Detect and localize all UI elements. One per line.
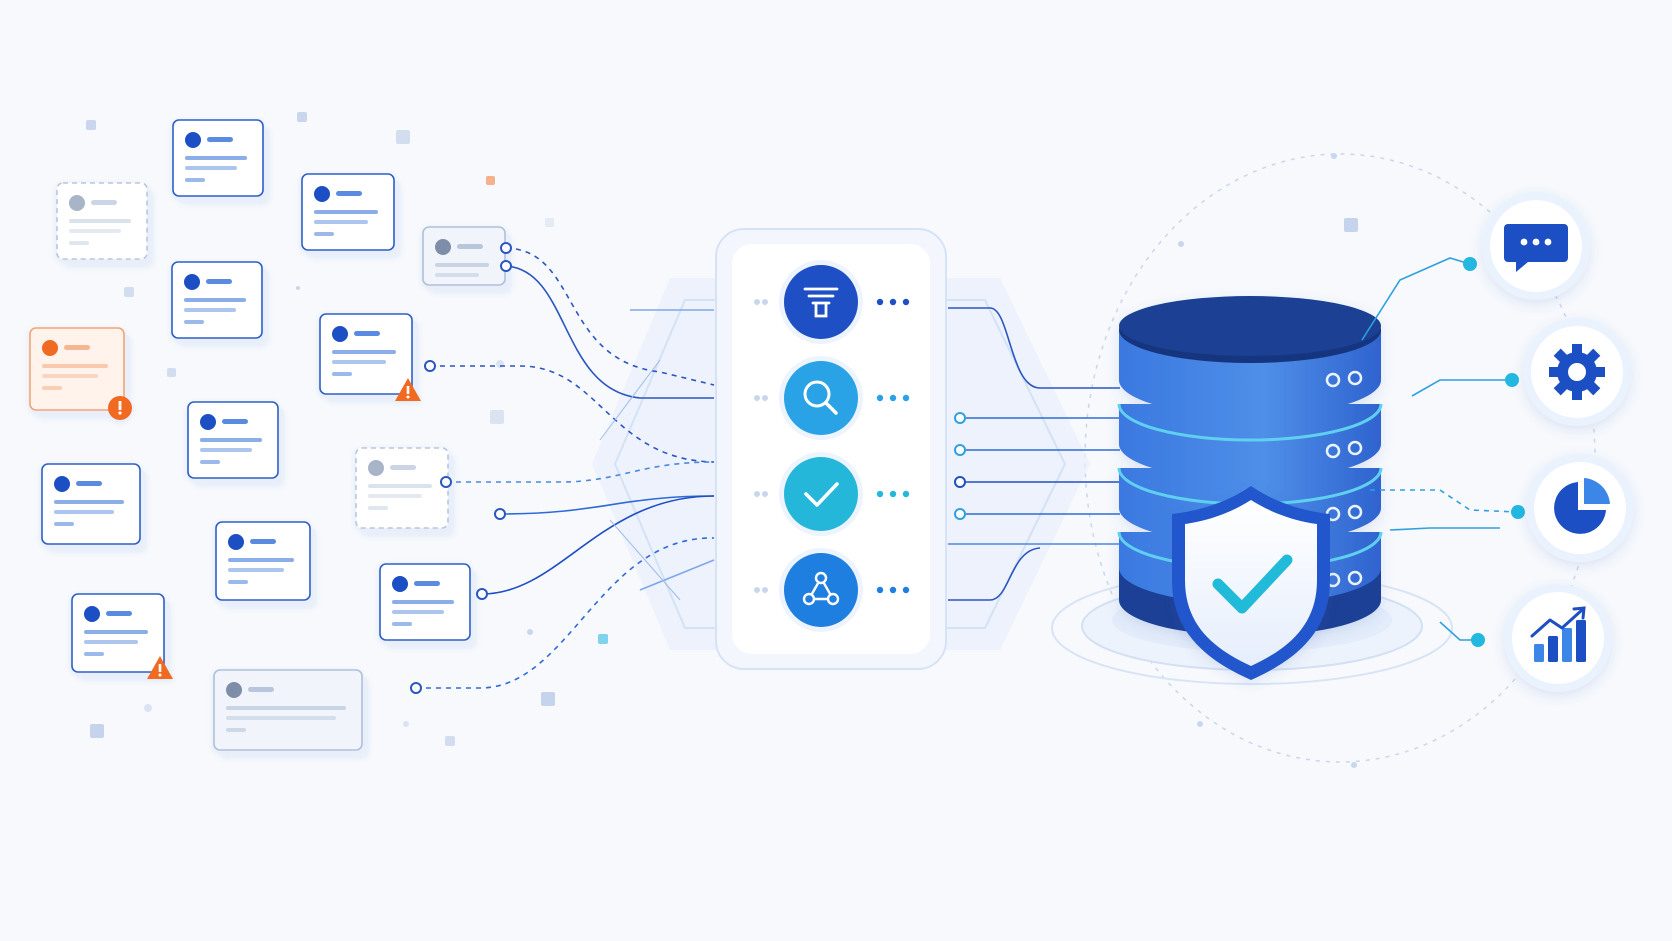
bar-chart-icon	[1504, 584, 1612, 692]
pie-chart-icon	[1526, 454, 1634, 562]
record-card	[71, 593, 173, 679]
pipeline-steps	[754, 260, 910, 632]
output-connectors	[948, 307, 1120, 601]
input-connectors	[416, 247, 715, 689]
output-icons	[1463, 192, 1634, 692]
connector-node	[500, 260, 512, 272]
search-icon	[754, 356, 910, 440]
check-icon	[754, 452, 910, 536]
record-card	[213, 669, 368, 756]
output-link-node	[1471, 633, 1485, 647]
output-link-node	[1511, 505, 1525, 519]
connector-node	[494, 508, 506, 520]
chat-icon	[1482, 192, 1590, 300]
shield-check-icon	[1172, 486, 1330, 680]
connector-node	[500, 242, 512, 254]
connector-node	[476, 588, 488, 600]
pipeline-panel	[715, 228, 947, 670]
record-card	[29, 327, 132, 420]
record-card	[355, 447, 454, 534]
record-card	[422, 226, 511, 291]
record-card	[301, 173, 400, 256]
record-card	[215, 521, 316, 606]
network-icon	[754, 548, 910, 632]
record-card	[379, 563, 476, 646]
connector-node	[410, 682, 422, 694]
record-card	[187, 401, 284, 484]
record-card	[41, 463, 146, 550]
record-card	[319, 313, 421, 401]
output-branches	[1361, 257, 1519, 641]
record-card	[56, 182, 153, 265]
output-link-node	[1463, 257, 1477, 271]
funnel-icon	[754, 260, 910, 344]
record-card	[171, 261, 268, 344]
connector-node	[424, 360, 436, 372]
output-link-node	[1505, 373, 1519, 387]
source-records	[29, 119, 512, 756]
background-decor	[86, 112, 1358, 746]
gear-icon	[1523, 318, 1631, 426]
connector-node	[440, 476, 452, 488]
record-card	[172, 119, 269, 202]
